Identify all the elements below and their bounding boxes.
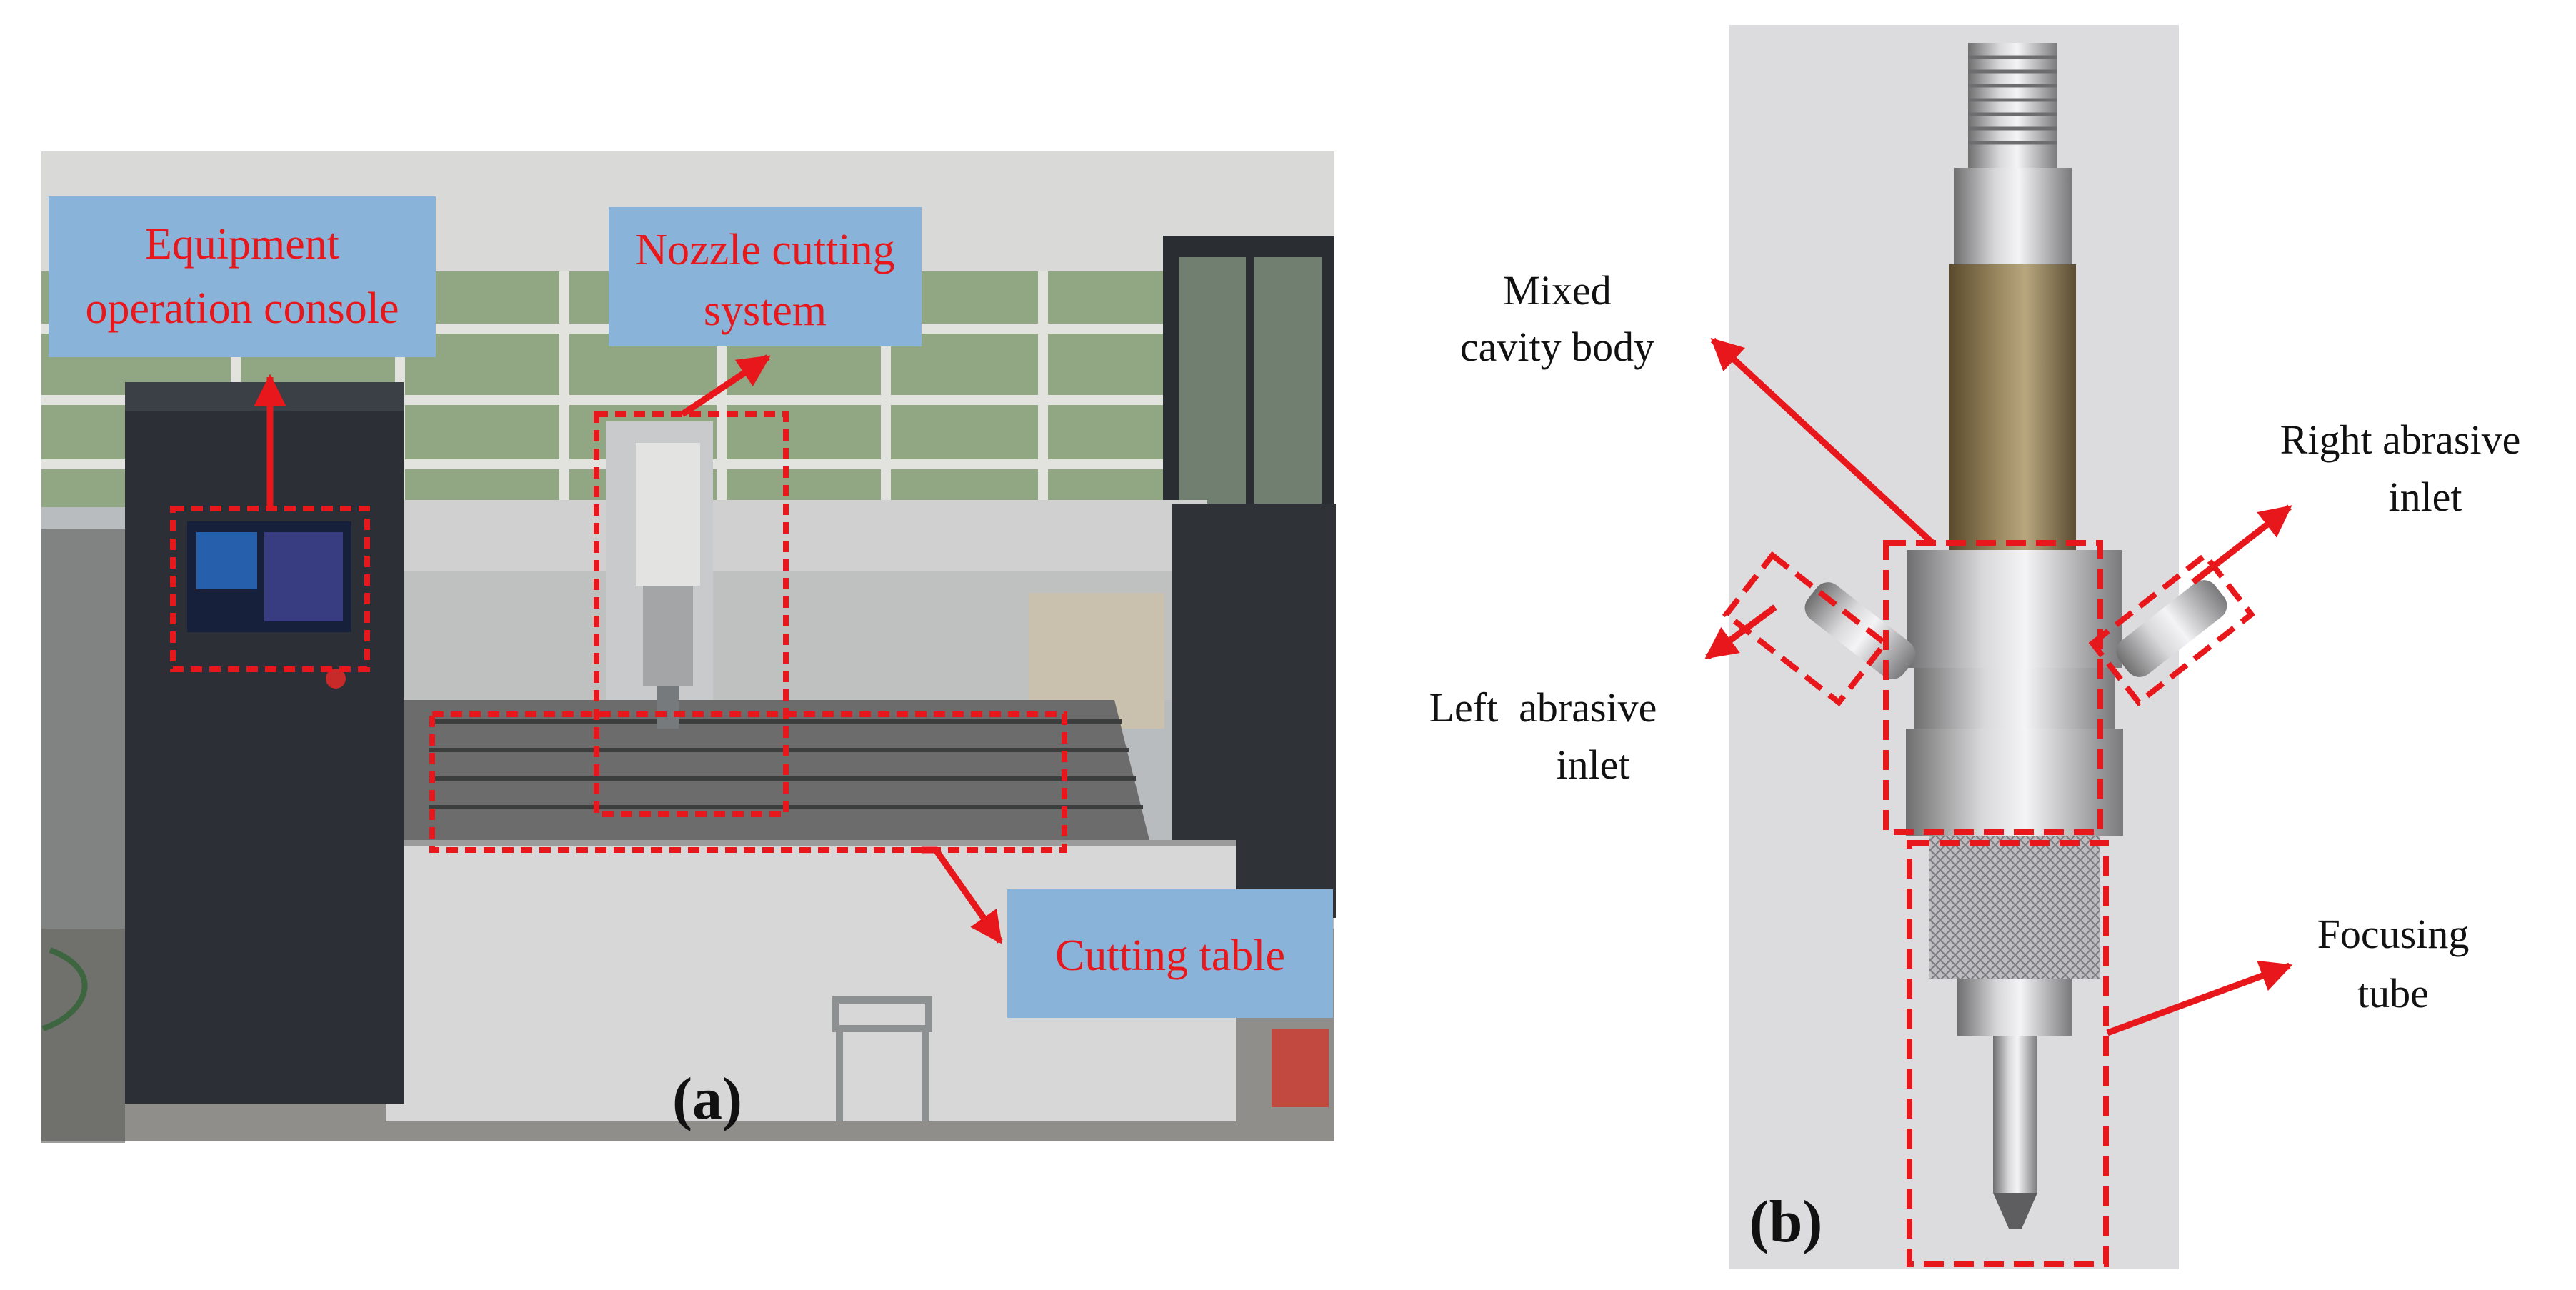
right-inlet-body (2116, 580, 2227, 677)
arrow-left-inlet (1704, 604, 1777, 660)
label-box-nozzle (609, 207, 922, 346)
left-inlet-body (1804, 582, 1916, 679)
dashed-box-mixed-cavity (1883, 540, 2103, 835)
dashed-box-nozzle (594, 411, 789, 817)
label-nozzle-line2: system (704, 286, 827, 335)
label-focusing-line1: Focusing (2317, 911, 2470, 957)
stool (832, 996, 932, 1121)
arrow-mixed (1710, 337, 1935, 546)
label-box-table (1007, 889, 1333, 1018)
dashed-box-left-inlet (1722, 551, 1889, 706)
panel-a-tag: (a) (672, 1066, 742, 1132)
label-mixed-line2: cavity body (1460, 324, 1654, 370)
label-left-inlet-line1: Left abrasive (1429, 684, 1657, 731)
arrow-table (922, 846, 1003, 944)
dashed-box-table (429, 711, 1067, 853)
label-mixed-line1: Mixed (1503, 267, 1611, 314)
label-console-line2: operation console (85, 284, 399, 333)
label-table: Cutting table (1055, 931, 1285, 980)
main-shaft (1949, 264, 2076, 550)
focusing-tube-body (1993, 1036, 2037, 1193)
dashed-box-right-inlet (2088, 551, 2256, 706)
arrow-nozzle (680, 354, 771, 417)
cutting-head (606, 421, 713, 729)
panel-a-photo (41, 151, 1336, 1143)
label-right-inlet-line1: Right abrasive (2280, 416, 2521, 463)
label-left-inlet-line2: inlet (1556, 741, 1629, 788)
panel-a-annotations: Equipment operation console Nozzle cutti… (49, 196, 1333, 1132)
dashed-box-focusing (1907, 840, 2109, 1267)
nut-neck (1957, 979, 2072, 1036)
mixing-body-upper (1907, 550, 2122, 668)
label-right-inlet-line2: inlet (2388, 474, 2462, 520)
label-console-line1: Equipment (145, 220, 339, 269)
console-cabinet (125, 382, 404, 1104)
threaded-top (1968, 43, 2057, 168)
emergency-stop (326, 669, 346, 689)
arrow-focusing (2106, 960, 2293, 1036)
label-nozzle-line1: Nozzle cutting (635, 226, 894, 274)
mixing-body-lower (1906, 729, 2123, 836)
label-box-console (49, 196, 436, 357)
knurled-nut (1929, 836, 2100, 979)
label-focusing-line2: tube (2357, 970, 2429, 1016)
mixing-body-collar (1914, 668, 2115, 729)
upper-shaft (1954, 168, 2072, 264)
left-clutter (41, 529, 125, 1143)
arrow-right-inlet (2191, 504, 2292, 585)
red-bag (1272, 1029, 1329, 1107)
focusing-tube-tip (1993, 1193, 2037, 1229)
panel-b-photo (1729, 25, 2227, 1269)
panel-b-annotations: Mixed cavity body Right abrasive inlet L… (1429, 267, 2521, 1267)
panel-b-tag: (b) (1749, 1189, 1823, 1255)
